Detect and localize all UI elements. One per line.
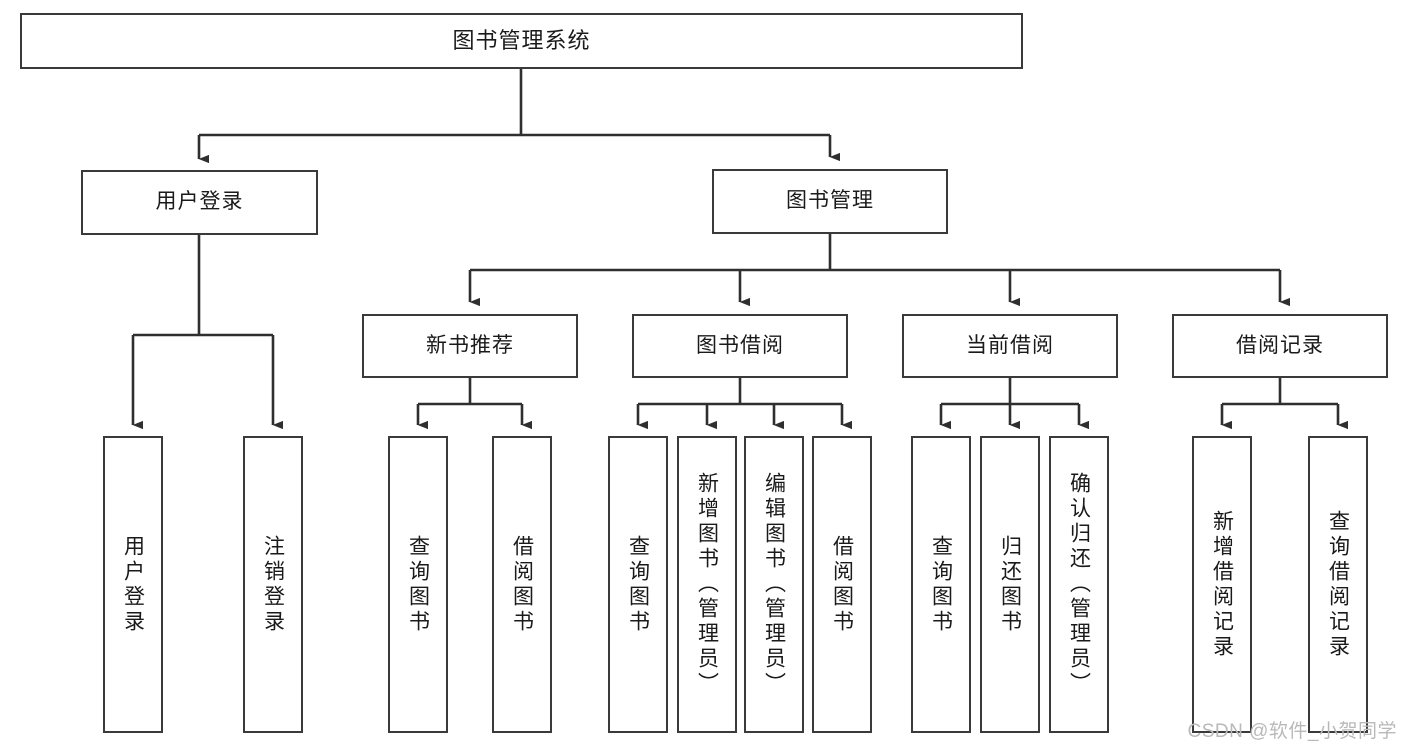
leaf-label: 用户登录 bbox=[121, 534, 145, 635]
leaf-label: 新增借阅记录 bbox=[1210, 509, 1234, 660]
node-book-borrow-label: 图书借阅 bbox=[696, 333, 784, 357]
node-book-management[interactable]: 图书管理 bbox=[712, 169, 948, 234]
leaf-borrow-query-book[interactable]: 查询图书 bbox=[608, 436, 668, 733]
node-new-book-recommend-label: 新书推荐 bbox=[426, 333, 514, 357]
leaf-label: 查询图书 bbox=[626, 534, 650, 635]
leaf-current-confirm-return[interactable]: 确认归还（管理员） bbox=[1049, 436, 1109, 733]
leaf-user-login-logout[interactable]: 注销登录 bbox=[243, 436, 303, 733]
node-book-management-label: 图书管理 bbox=[786, 189, 874, 213]
leaf-label: 编辑图书（管理员） bbox=[762, 472, 786, 697]
node-root-label: 图书管理系统 bbox=[452, 28, 591, 54]
leaf-borrow-add-book[interactable]: 新增图书（管理员） bbox=[677, 436, 737, 733]
node-user-login[interactable]: 用户登录 bbox=[81, 170, 318, 235]
node-new-book-recommend[interactable]: 新书推荐 bbox=[362, 314, 578, 378]
leaf-recommend-borrow-book[interactable]: 借阅图书 bbox=[492, 436, 552, 733]
leaf-recommend-query-book[interactable]: 查询图书 bbox=[388, 436, 448, 733]
leaf-borrow-borrow-book[interactable]: 借阅图书 bbox=[812, 436, 872, 733]
leaf-label: 确认归还（管理员） bbox=[1067, 472, 1091, 697]
node-borrow-record-label: 借阅记录 bbox=[1236, 333, 1324, 357]
leaf-label: 归还图书 bbox=[998, 534, 1022, 635]
node-current-borrow-label: 当前借阅 bbox=[966, 333, 1054, 357]
leaf-label: 借阅图书 bbox=[830, 534, 854, 635]
node-book-borrow[interactable]: 图书借阅 bbox=[632, 314, 848, 378]
node-current-borrow[interactable]: 当前借阅 bbox=[902, 314, 1118, 378]
leaf-label: 新增图书（管理员） bbox=[695, 472, 719, 697]
leaf-label: 查询图书 bbox=[406, 534, 430, 635]
node-borrow-record[interactable]: 借阅记录 bbox=[1172, 314, 1388, 378]
leaf-record-add-record[interactable]: 新增借阅记录 bbox=[1192, 436, 1252, 733]
watermark: CSDN @软件_小贺同学 bbox=[1187, 721, 1397, 742]
leaf-label: 查询图书 bbox=[929, 534, 953, 635]
leaf-user-login-login[interactable]: 用户登录 bbox=[103, 436, 163, 733]
leaf-borrow-edit-book[interactable]: 编辑图书（管理员） bbox=[744, 436, 804, 733]
node-user-login-label: 用户登录 bbox=[155, 190, 244, 214]
leaf-current-query-book[interactable]: 查询图书 bbox=[911, 436, 971, 733]
node-root[interactable]: 图书管理系统 bbox=[20, 13, 1023, 69]
leaf-label: 查询借阅记录 bbox=[1326, 509, 1350, 660]
leaf-record-query-record[interactable]: 查询借阅记录 bbox=[1308, 436, 1368, 733]
leaf-current-return-book[interactable]: 归还图书 bbox=[980, 436, 1040, 733]
leaf-label: 注销登录 bbox=[261, 534, 285, 635]
leaf-label: 借阅图书 bbox=[510, 534, 534, 635]
